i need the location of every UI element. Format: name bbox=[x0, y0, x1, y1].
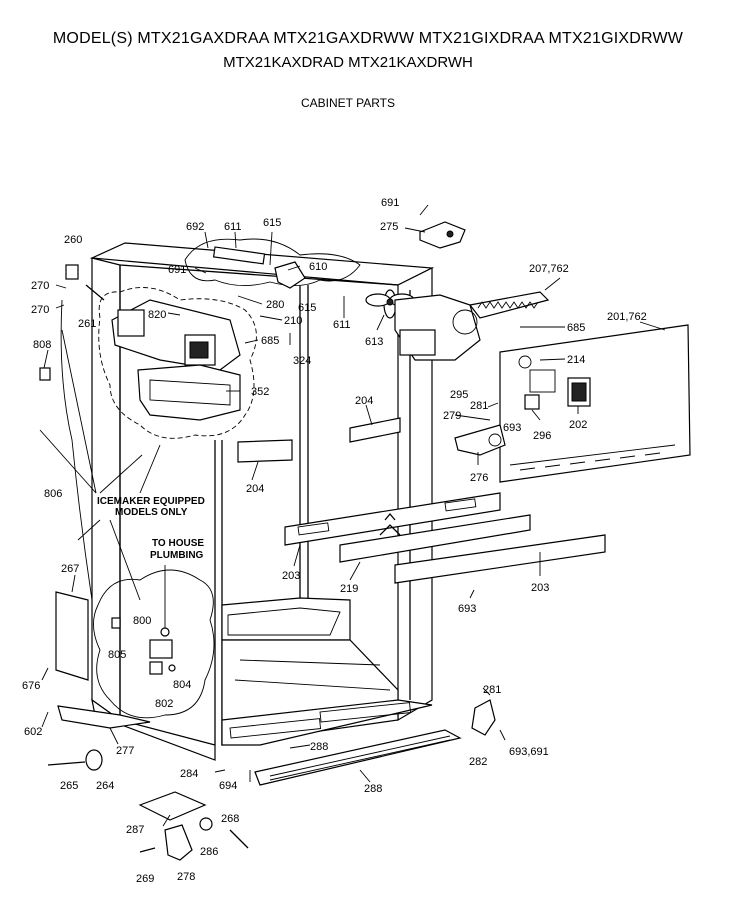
callout-691-hinge-screw: 691 bbox=[381, 197, 399, 209]
callout-219: 219 bbox=[340, 583, 358, 595]
callout-270-lower: 270 bbox=[31, 304, 49, 316]
callout-692: 692 bbox=[186, 221, 204, 233]
callout-295: 295 bbox=[450, 389, 468, 401]
callout-288-upper: 288 bbox=[310, 741, 328, 753]
callout-210: 210 bbox=[284, 315, 302, 327]
callout-808: 808 bbox=[33, 339, 51, 351]
callout-806: 806 bbox=[44, 488, 62, 500]
plumbing-detail bbox=[93, 565, 215, 719]
callout-611-top: 611 bbox=[224, 221, 242, 233]
icemaker-note-line-2: MODELS ONLY bbox=[115, 507, 188, 518]
callout-202: 202 bbox=[569, 419, 587, 431]
callout-802: 802 bbox=[155, 698, 173, 710]
callout-693-691: 693,691 bbox=[509, 746, 549, 758]
model-list-line-2: MTX21KAXDRAD MTX21KAXDRWH bbox=[223, 54, 473, 71]
brackets-and-rails bbox=[39, 264, 606, 861]
callout-281-upper: 281 bbox=[470, 400, 488, 412]
callout-277: 277 bbox=[116, 745, 134, 757]
callout-676: 676 bbox=[22, 680, 40, 692]
callout-281-lower: 281 bbox=[483, 684, 501, 696]
callout-201-762: 201,762 bbox=[607, 311, 647, 323]
callout-805: 805 bbox=[108, 649, 126, 661]
callout-610: 610 bbox=[309, 261, 327, 273]
plumbing-note-line-1: TO HOUSE bbox=[152, 538, 204, 549]
callout-275: 275 bbox=[380, 221, 398, 233]
callout-324: 324 bbox=[293, 355, 311, 367]
callout-287: 287 bbox=[126, 824, 144, 836]
callout-615-mid: 615 bbox=[298, 302, 316, 314]
callout-615-top: 615 bbox=[263, 217, 281, 229]
callout-820: 820 bbox=[148, 309, 166, 321]
callout-685-left: 685 bbox=[261, 335, 279, 347]
callout-613: 613 bbox=[365, 336, 383, 348]
icemaker-assembly bbox=[98, 287, 257, 439]
callout-691-left: 691 bbox=[168, 264, 186, 276]
callout-207-762: 207,762 bbox=[529, 263, 569, 275]
callout-265: 265 bbox=[60, 780, 78, 792]
callout-804: 804 bbox=[173, 679, 191, 691]
callout-694: 694 bbox=[219, 780, 237, 792]
callout-352: 352 bbox=[251, 386, 269, 398]
callout-282: 282 bbox=[469, 756, 487, 768]
callout-284: 284 bbox=[180, 768, 198, 780]
section-title: CABINET PARTS bbox=[300, 96, 396, 110]
part-callouts: 691 275 692 611 615 260 691 610 207,762 … bbox=[22, 197, 647, 885]
upper-control-parts bbox=[184, 221, 550, 361]
callout-693-lower: 693 bbox=[458, 603, 476, 615]
plumbing-note-line-2: PLUMBING bbox=[150, 550, 204, 561]
callout-267: 267 bbox=[61, 563, 79, 575]
callout-269: 269 bbox=[136, 873, 154, 885]
callout-203-lower: 203 bbox=[531, 582, 549, 594]
callout-270-upper: 270 bbox=[31, 280, 49, 292]
callout-264: 264 bbox=[96, 780, 114, 792]
callout-288-lower: 288 bbox=[364, 783, 382, 795]
callout-800: 800 bbox=[133, 615, 151, 627]
callout-276: 276 bbox=[470, 472, 488, 484]
callout-214: 214 bbox=[567, 354, 585, 366]
callout-268: 268 bbox=[221, 813, 239, 825]
icemaker-note-line-1: ICEMAKER EQUIPPED bbox=[97, 496, 205, 507]
callout-286: 286 bbox=[200, 846, 218, 858]
callout-611-mid: 611 bbox=[333, 319, 351, 331]
callout-296: 296 bbox=[533, 430, 551, 442]
callout-261: 261 bbox=[78, 318, 96, 330]
callout-203-upper: 203 bbox=[282, 570, 300, 582]
callout-204-right: 204 bbox=[355, 395, 373, 407]
control-panel bbox=[454, 324, 691, 483]
model-list-line-1: MODEL(S) MTX21GAXDRAA MTX21GAXDRWW MTX21… bbox=[52, 30, 684, 47]
callout-204-left: 204 bbox=[246, 483, 264, 495]
callout-280: 280 bbox=[266, 299, 284, 311]
callout-260: 260 bbox=[64, 234, 82, 246]
callout-279: 279 bbox=[443, 410, 461, 422]
callout-278: 278 bbox=[177, 871, 195, 883]
callout-693-upper: 693 bbox=[503, 422, 521, 434]
callout-685-right: 685 bbox=[567, 322, 585, 334]
callout-602: 602 bbox=[24, 726, 42, 738]
leader-lines bbox=[39, 204, 666, 827]
